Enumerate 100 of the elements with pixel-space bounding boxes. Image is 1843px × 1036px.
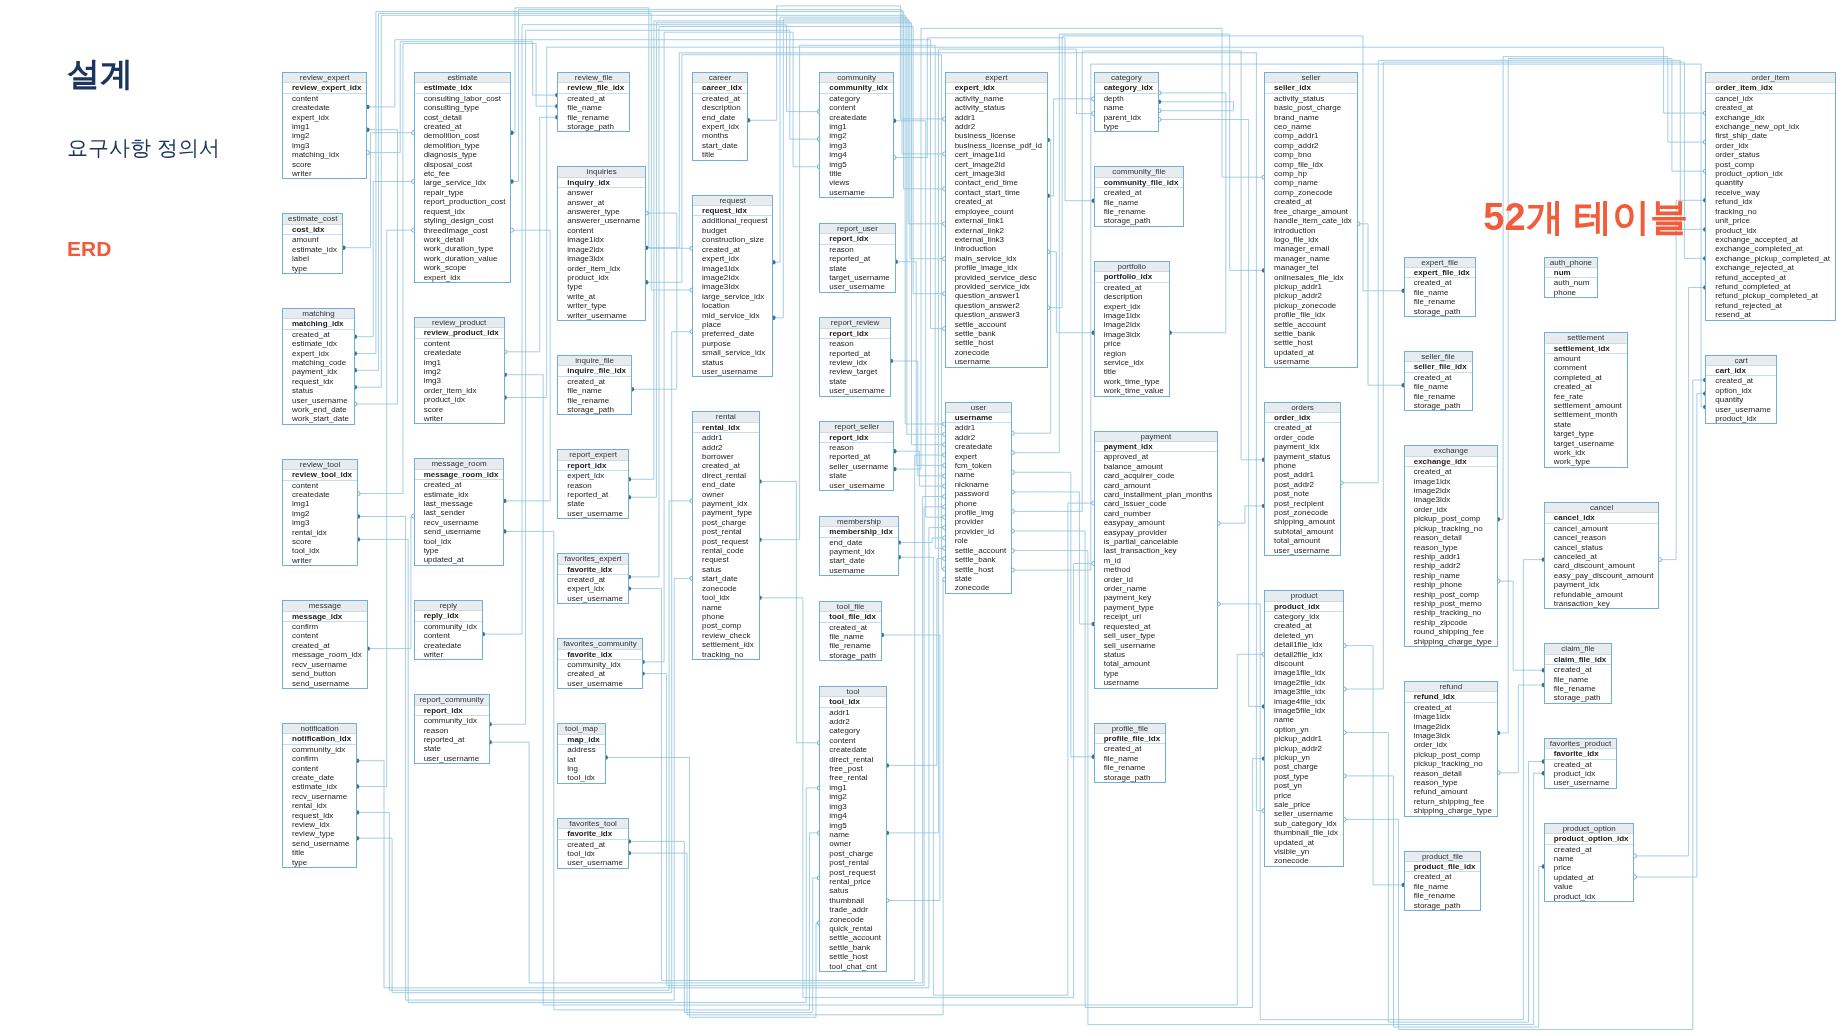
column-name: payment_status [1273,451,1332,462]
column-name: settlement_idx [701,640,755,650]
table-name: product [1265,591,1344,602]
column-name: img3 [828,140,848,151]
column-name: score [291,159,313,170]
column-name: post_addr2 [1273,479,1316,490]
table-box [1264,401,1341,557]
key-column: reply_idx [414,611,482,622]
column-name: img5 [828,820,848,830]
column-name: username [1102,678,1141,688]
column-name: introduction [1273,225,1317,235]
column-name: last_transaction_key [1102,546,1178,556]
column-name: activity_name [953,93,1005,104]
column-name: card_installment_plan_months [1102,490,1214,500]
column-name: reship_post_comp [1412,589,1481,599]
column-name: work_duration_type [422,244,495,254]
table-box [819,515,899,577]
key-column: inquire_file_idx [558,366,631,377]
table-name: favorites_product [1544,738,1617,750]
column-name: pickup_addr1 [1273,281,1323,292]
key-column: portfolio_idx [1094,272,1169,283]
column-name: tool_idx [566,773,596,783]
key-column: settlement_idx [1544,343,1627,354]
column-name: user_username [566,508,624,519]
key-column: profile_file_idx [1094,733,1166,745]
column-name: created_at [1273,621,1313,631]
column-name: file_name [828,631,864,642]
column-name: sale_price [1273,800,1312,810]
column-name: description [1102,292,1144,302]
column-name: confirm [291,622,320,632]
column-name: type [291,857,309,867]
column-name: created_at [1102,188,1143,198]
table-name: profile_file [1094,723,1166,734]
key-column: payment_idx [1094,441,1218,453]
column-name: profile_file_idx [1273,310,1327,320]
column-name: settle_bank [953,328,996,339]
column-name: trade_addr [828,905,869,915]
column-name: shipping_amount [1273,517,1336,527]
table-name: career [693,73,748,84]
column-name: tool_idx [701,593,731,603]
column-name: addr2 [701,442,724,452]
column-name: exchange_completed_at [1714,244,1804,254]
column-name: file_name [1102,197,1140,208]
column-name: option_idx [1714,385,1753,396]
column-name: created_at [1412,872,1453,882]
table-name: report_community [414,695,489,706]
column-name: image2idx [1412,486,1452,496]
column-name: created_at [1552,844,1593,855]
column-name: write_at [566,291,597,302]
key-column: report_idx [558,460,628,472]
column-name: recv_username [291,659,349,670]
column-name: post_charge [1273,762,1320,772]
column-name: writer_type [566,301,608,311]
column-name: expert_idx [291,112,330,123]
column-name: created_at [1714,103,1755,113]
column-name: address [566,745,597,755]
column-name: image5file_idx [1273,705,1327,716]
key-column: favorite_idx [558,649,642,661]
column-name: file_rename [1102,763,1147,773]
column-name: message_room_idx [291,650,363,660]
column-name: cancel_reason [1552,533,1607,543]
column-name: place [701,319,722,330]
column-name: order_idx [1412,504,1449,515]
column-name: user_username [828,282,886,292]
column-name: image3Idx [701,282,740,292]
column-name: satus [701,564,723,575]
table-box [282,600,368,689]
column-name: category [828,93,861,104]
column-name: balance_amount [1102,461,1164,472]
column-name: ceo_name [1273,122,1313,132]
column-name: user_username [566,858,624,868]
key-column: estimate_idx [414,83,511,94]
table-name: refund [1404,682,1497,693]
column-name: request_idx [291,376,335,387]
table-box [557,553,629,605]
key-column: product_file_idx [1404,862,1481,873]
column-name: demolition_cost [422,131,481,141]
column-name: create_date [291,772,336,783]
column-name: file_name [566,386,603,396]
column-name: updated_at [1552,872,1595,883]
column-name: img3 [291,140,311,151]
column-name: estimate_idx [422,489,470,500]
column-name: seller_username [1273,809,1335,819]
column-name: payment_type [1102,602,1155,613]
column-name: months [701,131,730,141]
column-name: manager_email [1273,244,1331,254]
key-column: message_idx [283,611,367,623]
column-name: sell_username [1102,640,1157,650]
column-name: addr1 [953,112,977,123]
table-box [1543,737,1618,789]
column-name: updated_at [1273,347,1316,358]
column-name: storage_path [1412,306,1462,316]
column-name: consulting_type [422,103,481,113]
column-name: expert_idx [1102,301,1142,311]
column-name: exchange_rejected_at [1714,263,1795,273]
key-column: review_file_idx [558,83,630,94]
column-name: free_charge_amount [1273,206,1349,217]
column-name: card_number [1102,508,1152,519]
column-name: phone [953,498,978,509]
column-name: expert_idx [422,272,462,282]
